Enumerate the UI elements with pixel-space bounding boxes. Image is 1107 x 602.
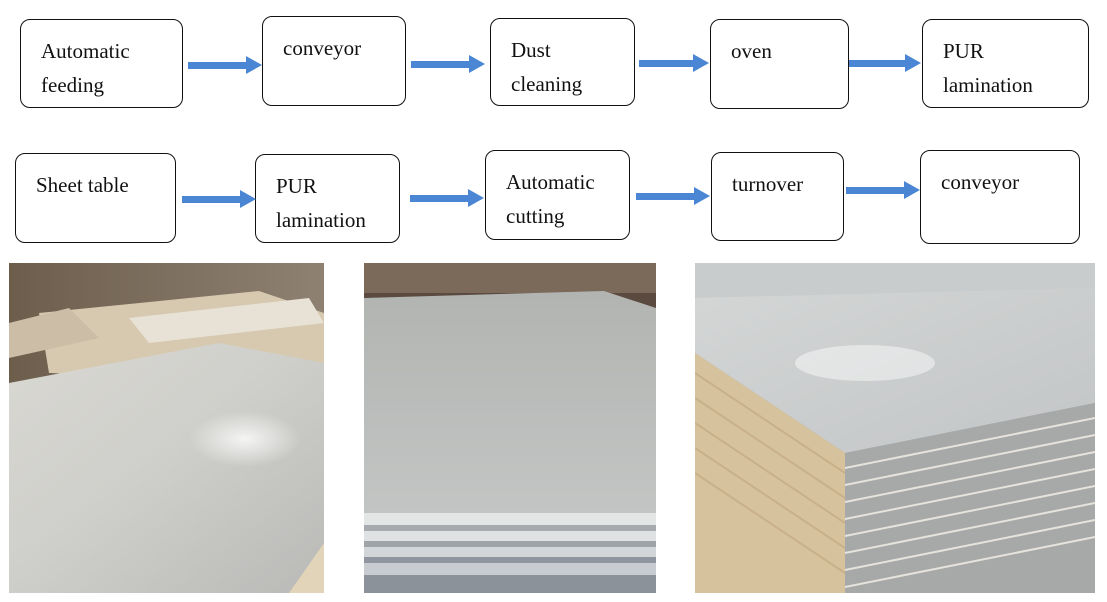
step-turnover: turnover [711,152,844,241]
step-sheet-table: Sheet table [15,153,176,243]
board-photo-3 [695,263,1095,593]
step-oven: oven [710,19,849,109]
board-photo-1 [9,263,324,593]
step-conveyor: conveyor [262,16,406,106]
step-pur-lamination-2: PUR lamination [255,154,400,243]
step-automatic-cutting: Automatic cutting [485,150,630,240]
step-pur-lamination-1: PUR lamination [922,19,1089,108]
step-automatic-feeding: Automatic feeding [20,19,183,108]
board-photo-2 [364,263,656,593]
step-conveyor-2: conveyor [920,150,1080,244]
step-dust-cleaning: Dust cleaning [490,18,635,106]
